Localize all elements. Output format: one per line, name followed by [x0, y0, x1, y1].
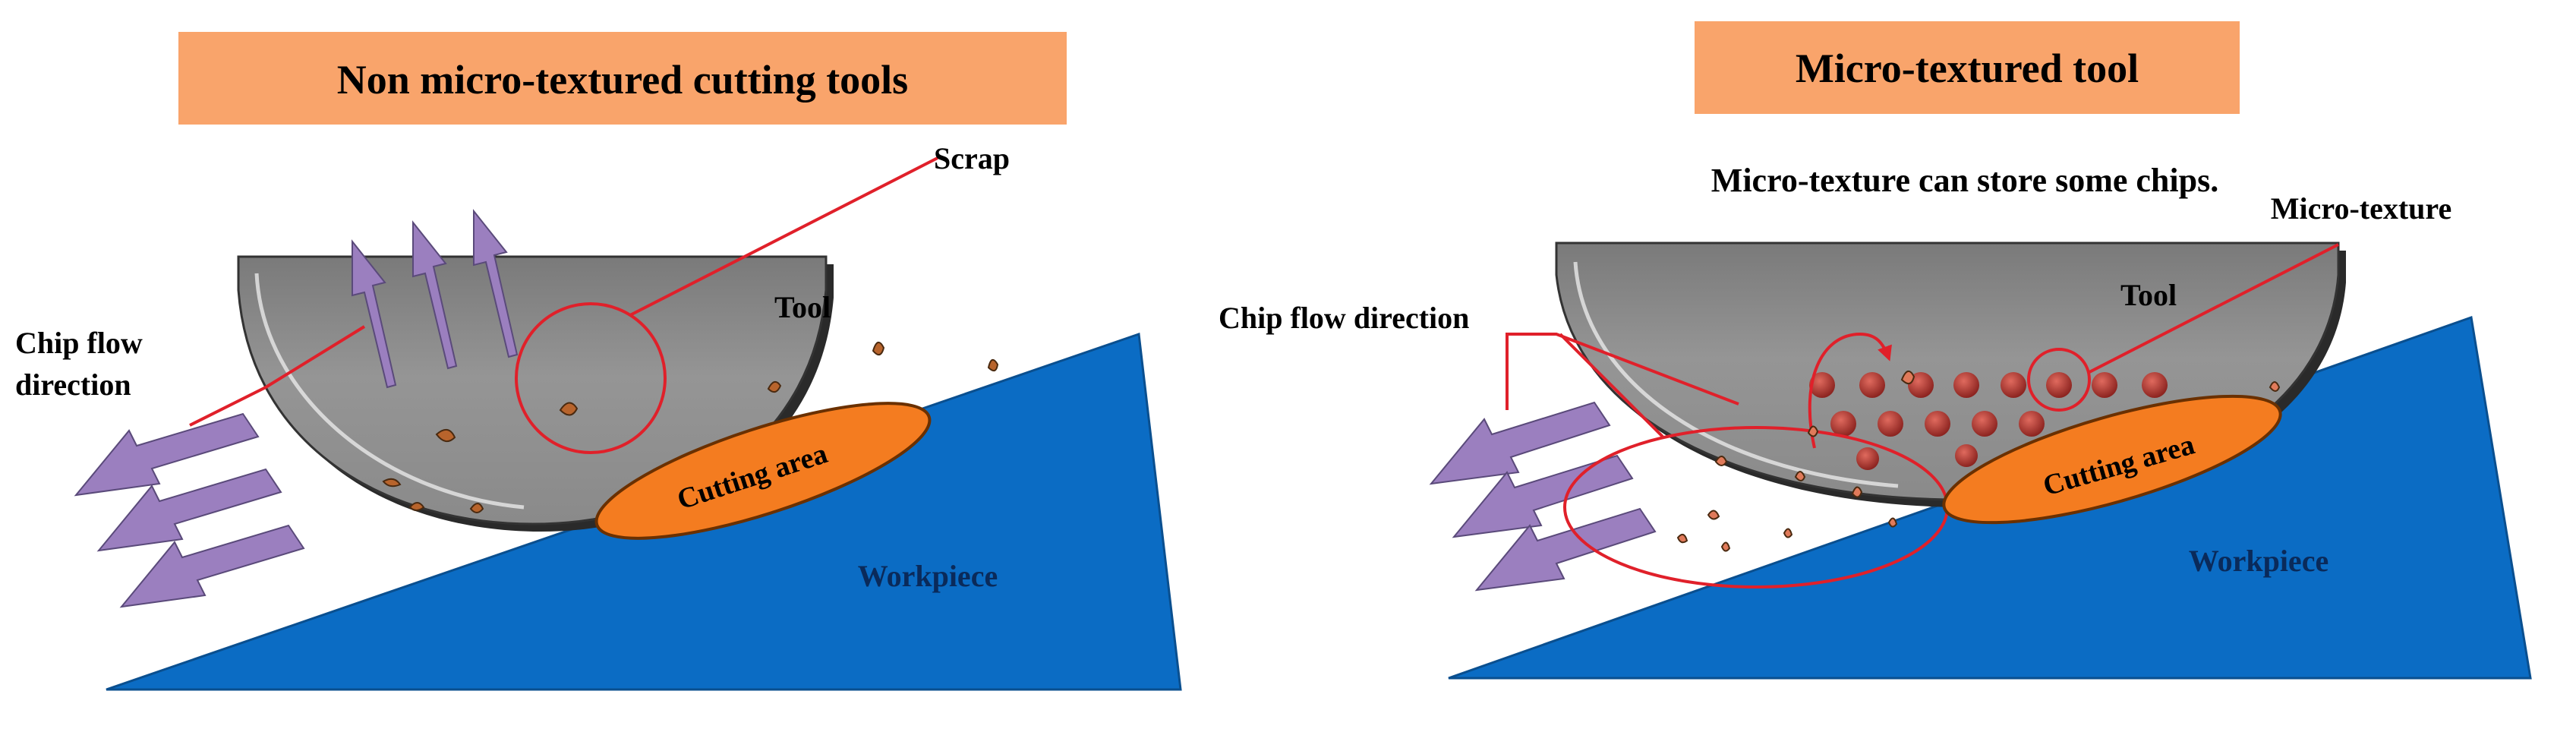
arrow-up-2	[412, 220, 458, 370]
title-box	[178, 32, 1067, 125]
chip	[1807, 425, 1819, 437]
chip-storage-arrow	[1808, 332, 1892, 449]
chip	[559, 402, 579, 416]
dimple	[2142, 372, 2168, 398]
micro-texture-dimples	[1809, 372, 2168, 470]
dimple	[1809, 372, 1835, 398]
arrow-left-1	[74, 412, 260, 497]
chip	[872, 342, 885, 356]
chip-flow-label: Chip flow direction	[1219, 301, 1469, 335]
workpiece-label: Workpiece	[858, 559, 998, 593]
chip	[987, 359, 999, 372]
dimple	[1972, 411, 1997, 437]
panel-title: Micro-textured tool	[1796, 46, 2139, 91]
chip	[767, 380, 782, 393]
chip	[1720, 541, 1731, 552]
chip-flow-label-line2: direction	[15, 368, 131, 402]
cutting-area	[1942, 394, 2282, 525]
tool-label: Tool	[774, 290, 831, 324]
dimple	[1908, 372, 1934, 398]
dimple	[1830, 411, 1856, 437]
micro-texture-label: Micro-texture	[2271, 191, 2451, 226]
chip-flow-leader	[189, 325, 366, 427]
chip	[469, 503, 484, 513]
arrow-left-1	[1429, 401, 1611, 485]
panel-title: Non micro-textured cutting tools	[337, 57, 908, 103]
chip	[1851, 486, 1863, 498]
chip-flow-leader-upper	[1506, 333, 1739, 410]
chip	[435, 429, 456, 443]
dimple	[1925, 411, 1950, 437]
chip	[1676, 533, 1688, 544]
chip-flow-arrows-left	[74, 412, 305, 608]
scrap-circle	[515, 302, 667, 454]
arrow-up-3	[473, 209, 519, 358]
scrap-leader	[629, 156, 938, 317]
chip-flow-leader-lower	[1559, 333, 1664, 438]
panel-non-textured: Non micro-textured cutting tools Workpie…	[15, 32, 1182, 691]
cutting-area	[594, 402, 932, 540]
chip	[1714, 456, 1728, 466]
workpiece-label: Workpiece	[2189, 544, 2328, 578]
scrap-annotation: Scrap	[515, 141, 1010, 454]
dimple	[1859, 372, 1885, 398]
arrow-up-1	[352, 239, 397, 389]
chips-right	[1676, 371, 2281, 552]
chip	[2269, 381, 2281, 392]
arrow-left-2	[96, 468, 282, 552]
tool-label: Tool	[2120, 278, 2177, 312]
chip	[1794, 471, 1806, 481]
dimple	[1953, 372, 1979, 398]
chip-flow-annotation: Chip flow direction	[15, 325, 366, 427]
title-box	[1695, 21, 2240, 114]
tool-highlight	[254, 273, 525, 510]
dimple	[1878, 411, 1903, 437]
micro-texture-leader	[2089, 243, 2339, 374]
micro-texture-annotation: Micro-texture	[2027, 191, 2451, 412]
dimple	[2092, 372, 2117, 398]
chip-flow-arrows-up	[352, 209, 519, 389]
chip-flow-label-line1: Chip flow	[15, 326, 143, 360]
chip	[1707, 510, 1720, 520]
caption: Micro-texture can store some chips.	[1711, 162, 2218, 199]
scrap-label: Scrap	[934, 141, 1010, 175]
chip	[1887, 517, 1898, 528]
dimple	[1955, 444, 1978, 467]
dimple	[2019, 411, 2045, 437]
arrow-left-3	[119, 524, 305, 608]
chip-flow-arrows-left	[1429, 401, 1657, 592]
dimple	[2046, 372, 2072, 398]
dimple	[2001, 372, 2026, 398]
chip	[1783, 528, 1793, 538]
arrow-left-3	[1474, 507, 1657, 592]
chip	[408, 502, 425, 511]
chip	[382, 478, 402, 488]
panel-micro-textured: Micro-textured tool Micro-texture can st…	[1219, 21, 2532, 680]
chips-left	[382, 342, 999, 513]
chip	[1900, 371, 1915, 385]
tool-highlight	[1573, 261, 1899, 488]
dimple	[1856, 447, 1879, 470]
micro-texture-circle	[2027, 348, 2091, 412]
